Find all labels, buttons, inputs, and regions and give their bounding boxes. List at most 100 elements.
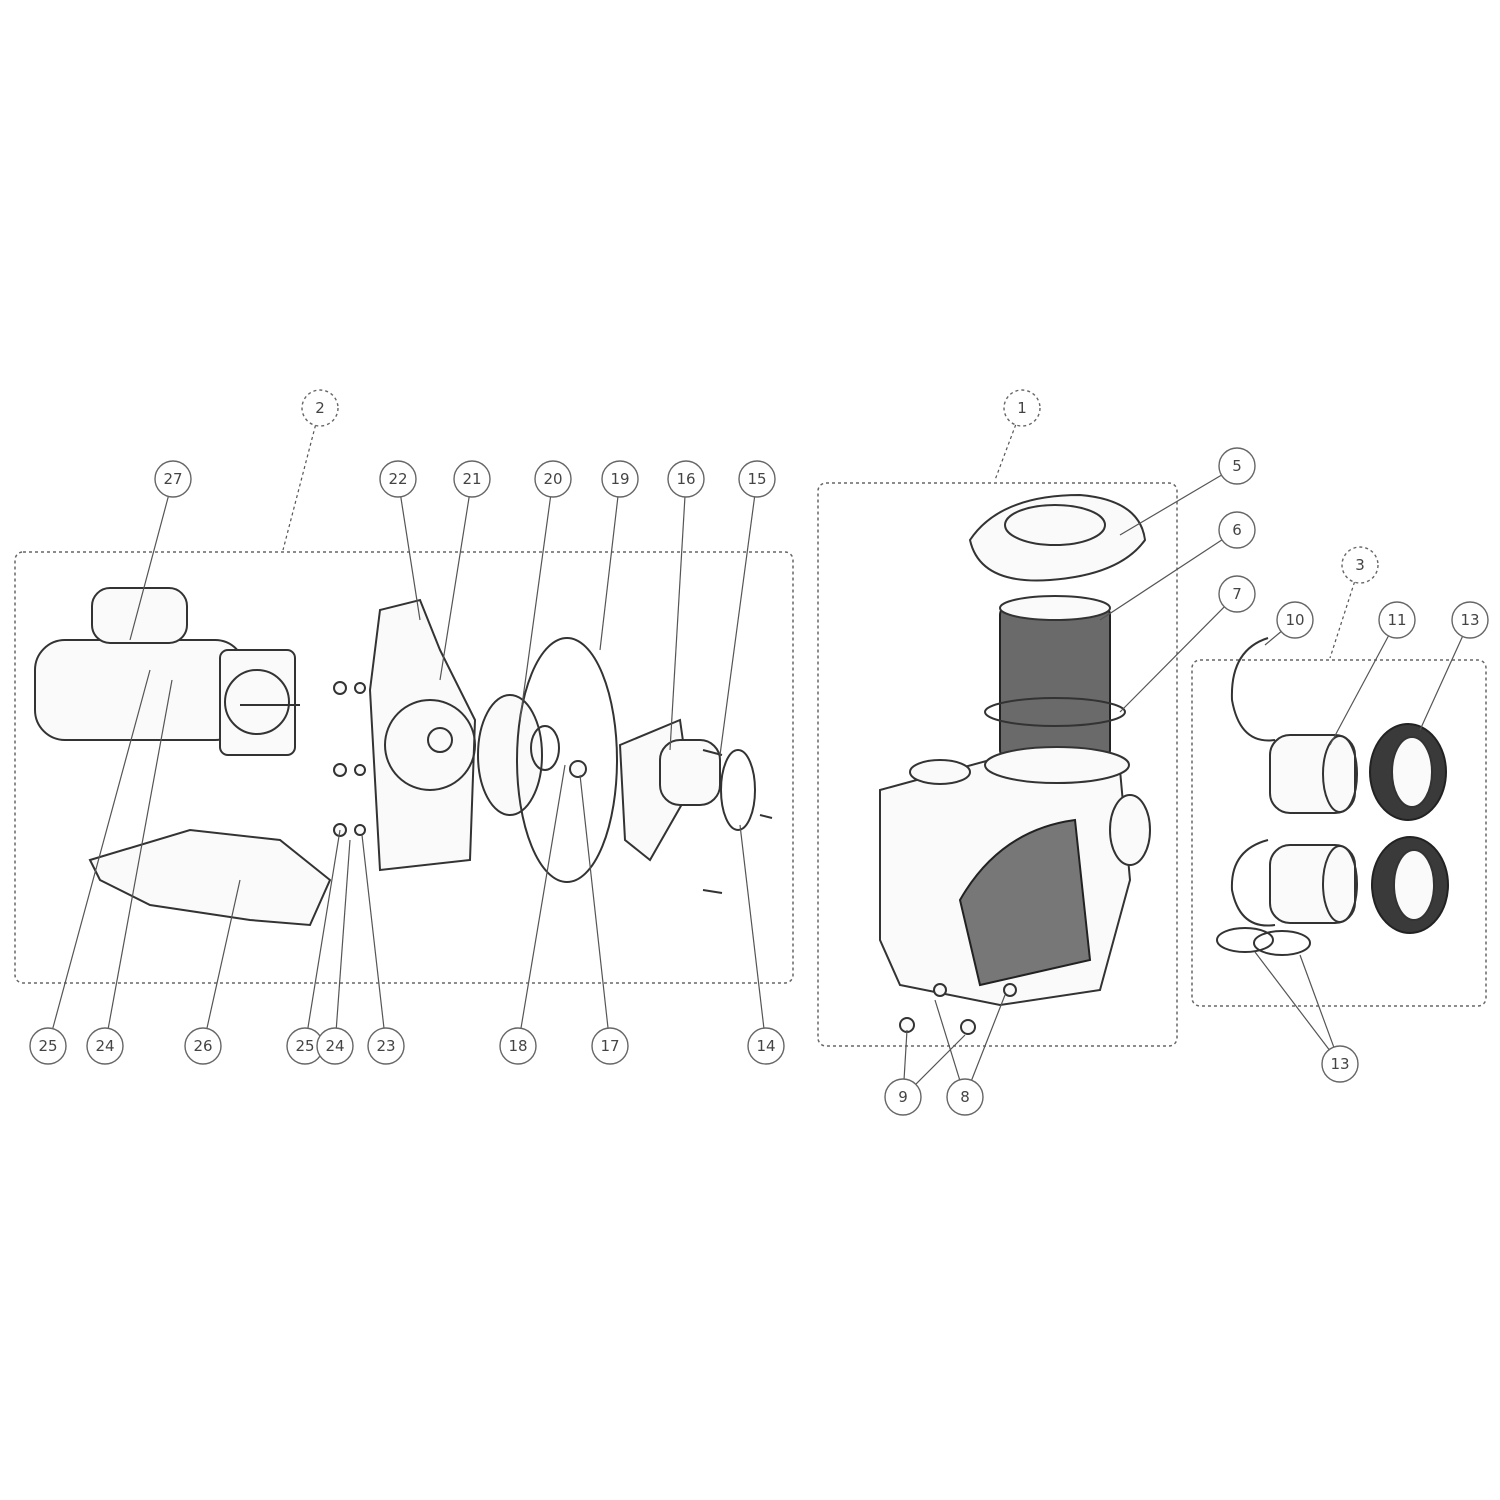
callout-circle	[1218, 511, 1256, 549]
leader-line	[971, 994, 1006, 1081]
callout-number: 3	[1355, 556, 1365, 574]
seal-plate	[368, 598, 477, 872]
pump-housing	[879, 746, 1151, 1007]
callout-number: 19	[610, 470, 629, 488]
callout-circle	[1276, 601, 1314, 639]
leader-line	[439, 496, 470, 681]
leader-line	[520, 764, 566, 1029]
part-callout-23: 23	[367, 1027, 405, 1065]
leader-line	[282, 425, 317, 551]
leader-line	[400, 496, 421, 621]
lid-o-ring	[984, 697, 1126, 727]
leader-line	[307, 829, 341, 1029]
callout-circle	[367, 1027, 405, 1065]
callout-circle	[1451, 601, 1489, 639]
part-callout-24: 24	[86, 1027, 124, 1065]
part-callout-10: 10	[1276, 601, 1314, 639]
callout-number: 14	[756, 1037, 775, 1055]
diffuser	[618, 718, 721, 862]
leader-line	[361, 834, 385, 1029]
part-callout-21: 21	[453, 460, 491, 498]
part-callout-27: 27	[154, 460, 192, 498]
part-callout-20: 20	[534, 460, 572, 498]
part-callout-6: 6	[1218, 511, 1256, 549]
callout-number: 10	[1285, 611, 1304, 629]
assembly-callout-1: 1	[1003, 389, 1041, 427]
leader-line	[1299, 954, 1335, 1048]
callout-circle	[534, 460, 572, 498]
callout-number: 25	[38, 1037, 57, 1055]
callout-number: 11	[1387, 611, 1406, 629]
leader-line	[206, 879, 241, 1029]
leader-line	[1264, 631, 1282, 646]
part-callout-25: 25	[29, 1027, 67, 1065]
callout-number: 21	[462, 470, 481, 488]
callout-circle	[946, 1078, 984, 1116]
hardware-bolts	[333, 681, 366, 837]
impeller-screw	[569, 760, 587, 778]
drain-plugs	[899, 983, 1017, 1035]
callout-number: 15	[747, 470, 766, 488]
callout-number: 1	[1017, 399, 1027, 417]
leader-line	[1254, 951, 1330, 1051]
part-callout-22: 22	[379, 460, 417, 498]
motor	[34, 587, 300, 756]
callout-circle	[29, 1027, 67, 1065]
part-callout-8: 8	[946, 1078, 984, 1116]
leader-line	[994, 424, 1017, 481]
union-kit-box	[1191, 659, 1487, 1007]
callout-number: 18	[508, 1037, 527, 1055]
part-callout-11: 11	[1378, 601, 1416, 639]
leader-line	[903, 1029, 908, 1080]
part-callout-19: 19	[601, 460, 639, 498]
strainer-lid	[968, 493, 1147, 582]
leader-line	[739, 824, 765, 1029]
leader-line	[1119, 474, 1222, 536]
callout-number: 24	[325, 1037, 344, 1055]
callout-number: 27	[163, 470, 182, 488]
housing-assembly-box	[817, 482, 1178, 1047]
callout-number: 17	[600, 1037, 619, 1055]
callout-number: 22	[388, 470, 407, 488]
strainer-basket	[999, 595, 1111, 761]
callout-circle	[1003, 389, 1041, 427]
assembly-callout-3: 3	[1341, 546, 1379, 584]
callout-number: 9	[898, 1088, 908, 1106]
callout-circle	[1341, 546, 1379, 584]
diffuser-screws	[702, 749, 773, 894]
part-callout-15: 15	[738, 460, 776, 498]
leader-line	[1419, 636, 1464, 731]
leader-line	[915, 1034, 966, 1085]
callout-circle	[1321, 1045, 1359, 1083]
callout-circle	[1378, 601, 1416, 639]
callout-circle	[86, 1027, 124, 1065]
callout-number: 8	[960, 1088, 970, 1106]
leader-line	[1329, 635, 1390, 746]
diffuser-o-ring	[516, 637, 618, 883]
part-callout-13: 13	[1321, 1045, 1359, 1083]
leader-line	[335, 839, 351, 1029]
leader-line	[579, 774, 609, 1029]
callout-circle	[1218, 575, 1256, 613]
diffuser-gasket	[720, 749, 756, 831]
assembly-callout-2: 2	[301, 389, 339, 427]
part-callout-14: 14	[747, 1027, 785, 1065]
callout-circle	[667, 460, 705, 498]
part-callout-7: 7	[1218, 575, 1256, 613]
part-callout-16: 16	[667, 460, 705, 498]
callout-circle	[747, 1027, 785, 1065]
callout-number: 23	[376, 1037, 395, 1055]
callout-number: 13	[1460, 611, 1479, 629]
leader-line	[52, 669, 151, 1029]
callout-circle	[379, 460, 417, 498]
leader-line	[519, 496, 552, 721]
part-callout-13: 13	[1451, 601, 1489, 639]
callout-circle	[884, 1078, 922, 1116]
callout-number: 16	[676, 470, 695, 488]
leader-line	[599, 496, 619, 651]
callout-number: 6	[1232, 521, 1242, 539]
leader-line	[669, 496, 686, 751]
impeller	[477, 694, 560, 816]
callout-circle	[184, 1027, 222, 1065]
